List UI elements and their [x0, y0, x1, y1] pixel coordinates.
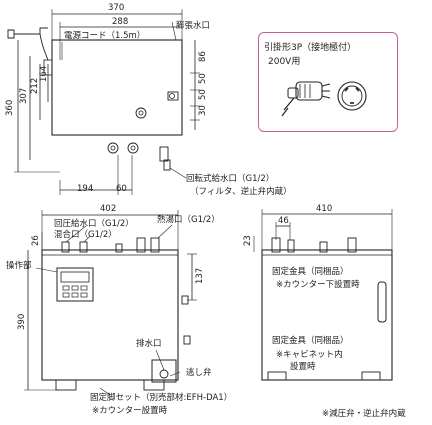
- side-width-dim: 410: [316, 204, 333, 214]
- dim-50-a: 50: [198, 73, 208, 84]
- height-total-dim: 360: [5, 99, 15, 116]
- dim-30: 30: [198, 105, 208, 116]
- relief-valve-label: 逃し弁: [186, 368, 212, 378]
- dim-307: 307: [19, 87, 29, 104]
- dim-194: 194: [77, 184, 94, 194]
- pressure-inlet-label: 回圧給水口（G1/2）: [54, 219, 134, 229]
- top-width-dim: 370: [108, 3, 125, 13]
- fixing-legs-label: 固定脚セット（別売部材:EFH-DA1）: [90, 393, 233, 403]
- side-view-drawing: [253, 209, 393, 381]
- bracket-note-2b: 設置時: [290, 362, 316, 372]
- fixing-legs-note: ※カウンター設置時: [92, 406, 168, 416]
- control-panel-label: 操作部: [6, 261, 32, 271]
- hot-outlet-label: 熱湯口（G1/2）: [157, 215, 220, 225]
- bracket-note-2a: ※キャビネット内: [276, 350, 343, 360]
- front-width-dim: 402: [100, 204, 117, 214]
- bracket-label-2: 固定金具（同梱品）: [272, 336, 349, 346]
- bracket-note-1: ※カウンター下設置時: [276, 280, 360, 290]
- plug-icon: [281, 81, 367, 117]
- dim-164: 164: [39, 65, 49, 82]
- expansion-port-label: 膨張水口: [176, 21, 211, 31]
- rotary-inlet-label: 回転式給水口（G1/2）: [186, 174, 275, 184]
- mix-port-label: 混合口（G1/2）: [54, 230, 117, 240]
- dim-26: 26: [31, 235, 41, 246]
- top-view-drawing: [7, 9, 200, 195]
- dim-60: 60: [116, 184, 127, 194]
- plug-type-label: 引掛形3P（接地極付）: [264, 43, 357, 53]
- footnote: ※減圧弁・逆止弁内蔵: [322, 409, 406, 419]
- bracket-label-1: 固定金具（同梱品）: [272, 267, 349, 277]
- rotary-inlet-note: （フィルタ、逆止弁内蔵）: [190, 187, 292, 197]
- front-view-drawing: [24, 210, 197, 396]
- dim-23: 23: [243, 235, 253, 246]
- plug-callout-box: [258, 32, 398, 132]
- dim-137: 137: [195, 267, 205, 284]
- power-cord-label: 電源コード（1.5m）: [64, 31, 146, 41]
- drain-port-label: 排水口: [136, 339, 162, 349]
- dim-50-b: 50: [198, 89, 208, 100]
- dim-86: 86: [198, 51, 208, 62]
- dim-46: 46: [278, 216, 289, 226]
- cord-span-dim: 288: [112, 17, 129, 27]
- front-height-dim: 390: [17, 313, 27, 330]
- plug-voltage-label: 200V用: [268, 57, 301, 67]
